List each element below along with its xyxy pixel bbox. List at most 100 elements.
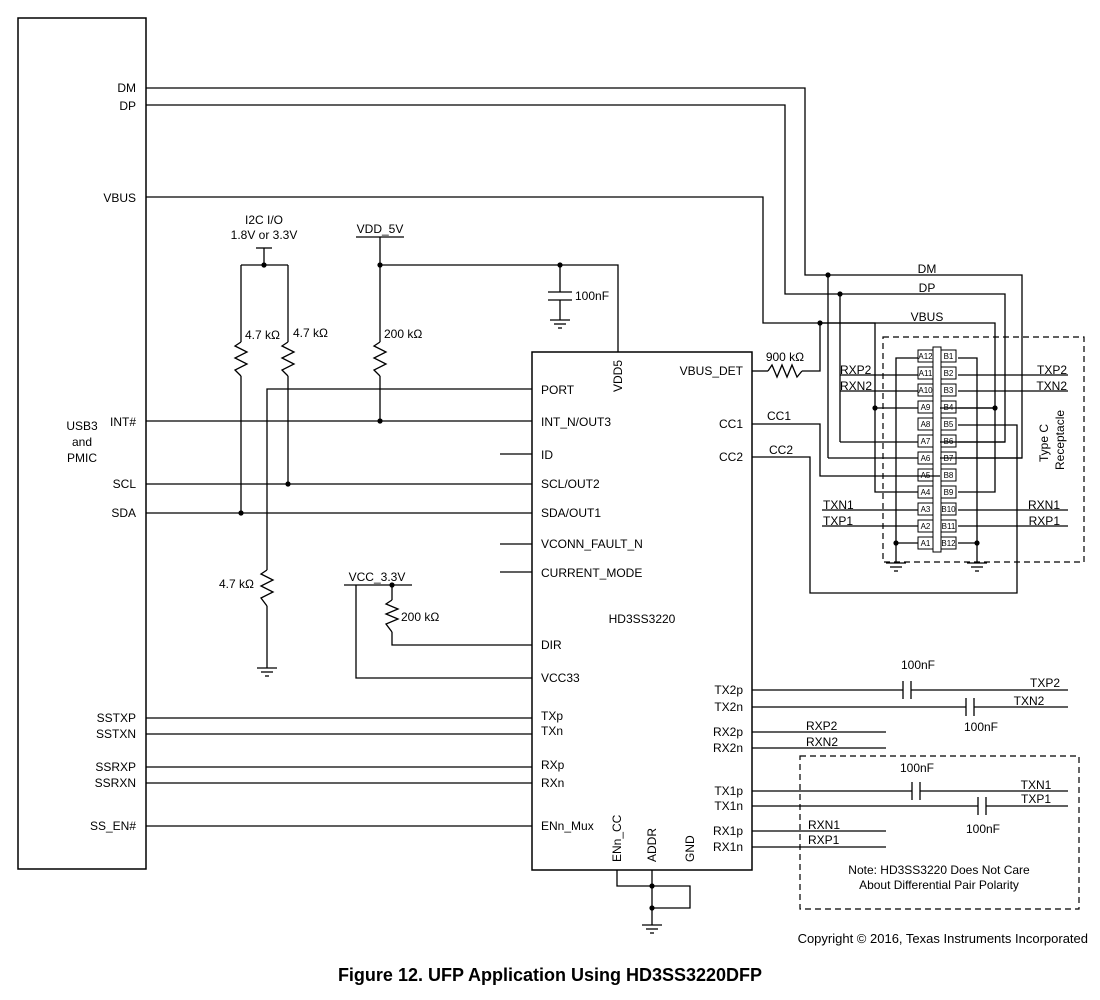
connector-pin-b1-label: B1 — [944, 352, 954, 361]
pin-txp: TXp — [541, 709, 563, 723]
pmic-pin-ss-en: SS_EN# — [90, 819, 136, 833]
connector-pin-a5 — [917, 468, 934, 482]
connector-pin-a12 — [917, 349, 934, 363]
capacitor-tx1n — [977, 797, 987, 815]
connector-pin-b1 — [940, 349, 957, 363]
ground-icon — [642, 924, 662, 934]
pin-current-mode: CURRENT_MODE — [541, 566, 642, 580]
connector-pin-a12-label: A12 — [918, 352, 933, 361]
pin-rxp: RXp — [541, 758, 565, 772]
pin-id: ID — [541, 448, 553, 462]
connector-pin-b4 — [940, 400, 957, 414]
pin-rx2n: RX2n — [713, 741, 743, 755]
c-tx2n-value: 100nF — [964, 720, 998, 734]
pin-addr: ADDR — [645, 828, 659, 862]
connector-pin-a2 — [917, 519, 934, 533]
pin-tx2p: TX2p — [714, 683, 743, 697]
connector-pin-b5-label: B5 — [944, 420, 954, 429]
r-vbus-value: 900 kΩ — [766, 350, 804, 364]
vdd-5v-label: VDD_5V — [357, 222, 404, 236]
pin-rxn: RXn — [541, 776, 564, 790]
connector-body — [932, 346, 942, 553]
pin-tx1p: TX1p — [714, 784, 743, 798]
net-vbus: VBUS — [911, 310, 944, 324]
connector-pin-b9-label: B9 — [944, 488, 954, 497]
connector-pin-a11 — [917, 366, 934, 380]
type-c-receptacle-outline — [882, 336, 1085, 563]
resistor-i2c-1 — [233, 341, 249, 377]
r-i2c-2-value: 4.7 kΩ — [293, 326, 328, 340]
net-txp2-right: TXP2 — [1037, 363, 1067, 377]
pin-cc1: CC1 — [719, 417, 743, 431]
connector-pin-b6-label: B6 — [944, 437, 954, 446]
net-rxn1-right: RXN1 — [1028, 498, 1060, 512]
connector-pin-b12 — [940, 536, 957, 550]
net-txn2-out: TXN2 — [1014, 694, 1045, 708]
pin-vcc33: VCC33 — [541, 671, 580, 685]
pmic-pin-ssrxn: SSRXN — [95, 776, 136, 790]
connector-pin-a2-label: A2 — [921, 522, 931, 531]
pin-txn: TXn — [541, 724, 563, 738]
connector-pin-b10 — [940, 502, 957, 516]
connector-pin-a11-label: A11 — [919, 369, 933, 378]
r-i2c-1-value: 4.7 kΩ — [245, 328, 280, 342]
pmic-block — [17, 17, 147, 870]
connector-pin-a10-label: A10 — [918, 386, 933, 395]
type-c-connector — [932, 346, 942, 553]
pmic-pin-sstxn: SSTXN — [96, 727, 136, 741]
net-cc1: CC1 — [767, 409, 791, 423]
connector-pin-b5 — [940, 417, 957, 431]
note-line-2: About Differential Pair Polarity — [859, 878, 1019, 892]
connector-pin-b3 — [940, 383, 957, 397]
pin-enn-mux: ENn_Mux — [541, 819, 594, 833]
r-int-value: 200 kΩ — [384, 327, 422, 341]
pmic-label-line-2: and — [72, 435, 92, 449]
r-dir-value: 200 kΩ — [401, 610, 439, 624]
connector-pin-a4 — [917, 485, 934, 499]
connector-pin-a9 — [917, 400, 934, 414]
junction-dots — [238, 262, 998, 911]
pin-dir: DIR — [541, 638, 562, 652]
pin-rx1n: RX1n — [713, 840, 743, 854]
copyright-text: Copyright © 2016, Texas Instruments Inco… — [798, 931, 1088, 946]
r-port-value: 4.7 kΩ — [219, 577, 254, 591]
connector-pin-a7 — [917, 434, 934, 448]
connector-pin-a1 — [917, 536, 934, 550]
capacitor-vdd — [548, 291, 572, 320]
c-tx2p-value: 100nF — [901, 658, 935, 672]
pin-vconn-fault-n: VCONN_FAULT_N — [541, 537, 643, 551]
pin-vbus-det: VBUS_DET — [680, 364, 744, 378]
resistor-port — [259, 569, 275, 607]
hd3ss3220-chip — [531, 351, 753, 871]
vcc-3v3-label: VCC_3.3V — [349, 570, 406, 584]
net-rxp1-out: RXP1 — [808, 833, 840, 847]
net-dm: DM — [918, 262, 937, 276]
pin-rx1p: RX1p — [713, 824, 743, 838]
connector-pin-b9 — [940, 485, 957, 499]
net-txn1-left: TXN1 — [823, 498, 854, 512]
connector-pin-b4-label: B4 — [944, 403, 954, 412]
pmic-pin-labels: DM DP VBUS INT# SCL SDA SSTXP SSTXN SSRX… — [90, 81, 136, 833]
connector-pin-b2-label: B2 — [944, 369, 954, 378]
connector-pin-b8 — [940, 468, 957, 482]
connector-pin-a8 — [917, 417, 934, 431]
i2c-io-voltage-label: 1.8V or 3.3V — [231, 228, 298, 242]
net-txp1-left: TXP1 — [823, 514, 853, 528]
net-labels: DM DP VBUS CC1 CC2 RXP2 RXN2 TXP2 TXN2 T… — [767, 262, 1067, 847]
c-tx1p-value: 100nF — [900, 761, 934, 775]
figure-caption: Figure 12. UFP Application Using HD3SS32… — [338, 965, 762, 985]
connector-pin-b11-label: B11 — [942, 522, 956, 531]
pmic-pin-sstxp: SSTXP — [97, 711, 136, 725]
pmic-label-line-1: USB3 — [66, 419, 98, 433]
pin-port: PORT — [541, 383, 575, 397]
pin-gnd: GND — [683, 835, 697, 862]
pmic-pin-int: INT# — [110, 415, 136, 429]
ground-icon — [257, 667, 277, 677]
resistor-int — [372, 341, 388, 377]
net-rxp1-right: RXP1 — [1029, 514, 1061, 528]
chip-left-pins: PORT INT_N/OUT3 ID SCL/OUT2 SDA/OUT1 VCO… — [541, 383, 643, 833]
connector-pin-b11 — [940, 519, 957, 533]
connector-pin-a7-label: A7 — [921, 437, 931, 446]
connector-pin-b8-label: B8 — [944, 471, 954, 480]
pmic-pin-ssrxp: SSRXP — [95, 760, 136, 774]
